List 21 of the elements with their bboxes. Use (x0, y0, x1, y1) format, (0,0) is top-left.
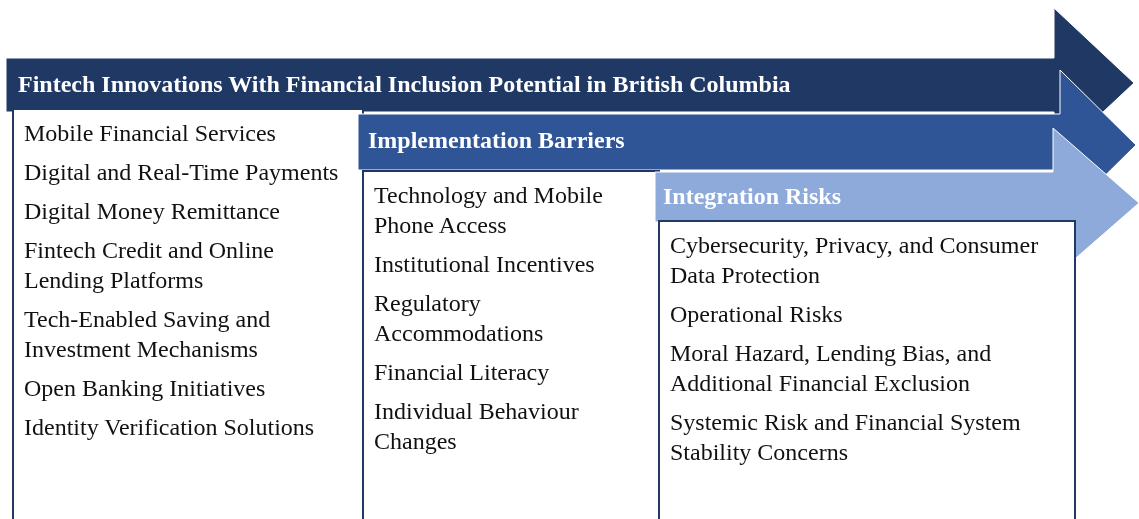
list-panel (12, 108, 364, 519)
band-title: Implementation Barriers (368, 128, 625, 152)
list-panel (658, 220, 1076, 519)
list-item: Tech-Enabled Saving and Investment Mechanisms (24, 305, 272, 364)
list-item: Institutional Incentives (374, 250, 596, 279)
list-item: Mobile Financial Services (24, 119, 277, 148)
list-item: Individual Behaviour Changes (374, 397, 580, 456)
list-item: Fintech Credit and Online Lending Platforms (24, 236, 275, 295)
list-item: Systemic Risk and Financial System Stability Concerns (670, 408, 1022, 467)
list-item: Digital Money Remittance (24, 197, 281, 226)
list-item: Financial Literacy (374, 358, 551, 387)
list-item: Digital and Real-Time Payments (24, 158, 340, 187)
list-item: Operational Risks (670, 300, 844, 329)
band-title: Fintech Innovations With Financial Inclusion Potential in British Columbia (18, 72, 791, 96)
list-item: Open Banking Initiatives (24, 374, 267, 403)
list-item: Cybersecurity, Privacy, and Consumer Data Protection (670, 231, 1040, 290)
list-item: Identity Verification Solutions (24, 413, 316, 442)
list-item: Regulatory Accommodations (374, 289, 545, 348)
band-title: Integration Risks (663, 184, 842, 208)
list-item: Moral Hazard, Lending Bias, and Additional Financial Exclusion (670, 339, 993, 398)
list-item: Technology and Mobile Phone Access (374, 181, 604, 240)
